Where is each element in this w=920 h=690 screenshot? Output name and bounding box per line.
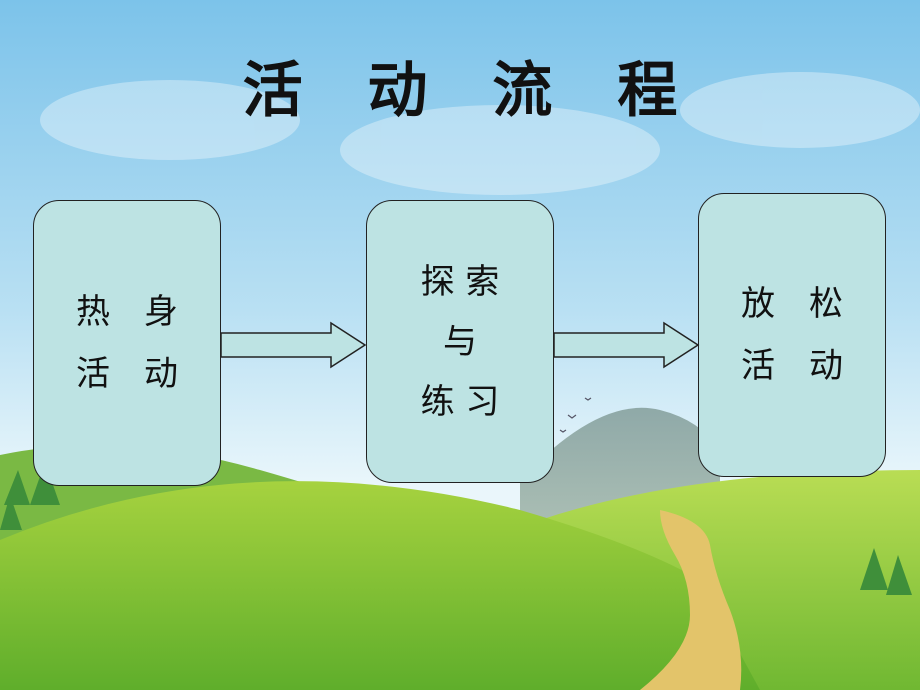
step-2-line-1: 探 索 <box>420 261 500 302</box>
step-2-line-2: 与 <box>443 321 477 362</box>
step-3-line-2: 活 动 <box>741 346 843 386</box>
step-cool-down: 放 松 活 动 <box>698 193 886 477</box>
step-warm-up: 热 身 活 动 <box>33 200 221 486</box>
arrow-right-icon <box>554 321 700 369</box>
step-3-line-1: 放 松 <box>741 284 843 324</box>
step-1-line-1: 热 身 <box>76 292 178 332</box>
step-2-line-3: 练 习 <box>420 381 500 422</box>
step-explore-practice: 探 索 与 练 习 <box>366 200 554 483</box>
step-1-line-2: 活 动 <box>76 354 178 394</box>
page-title: 活 动 流 程 <box>242 56 700 126</box>
arrow-right-icon <box>221 321 367 369</box>
